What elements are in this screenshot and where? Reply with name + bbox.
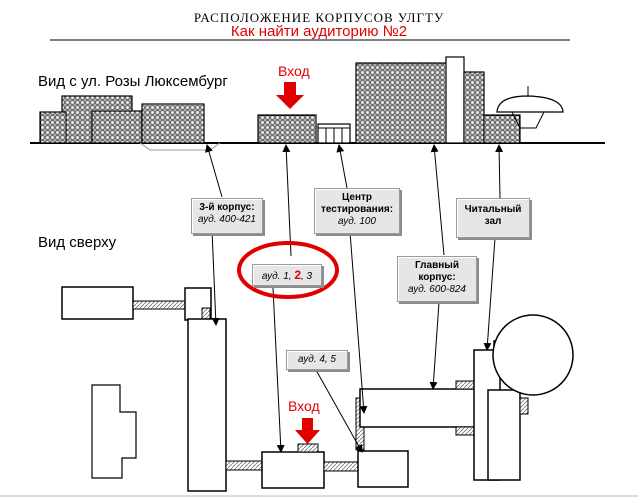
page-title: РАСПОЛОЖЕНИЕ КОРПУСОВ УЛГТУ (193, 10, 445, 25)
arrow-3-down (211, 229, 220, 326)
arrow-3-up (205, 144, 223, 198)
top-link-left (132, 300, 189, 310)
arrow-testing-up (336, 144, 348, 189)
top-link-bottom-left (225, 460, 263, 471)
top-view-label: Вид сверху (38, 234, 117, 251)
top-bldg-45 (357, 450, 409, 488)
arrow-main-down (429, 301, 440, 390)
callout-rooms-1-2-3: ауд. 1, 2, 3 (252, 264, 322, 286)
arrow-reading-down (483, 237, 496, 351)
callout-rooms-123-prefix: ауд. 1, (261, 271, 295, 282)
street-view-label: Вид с ул. Розы Люксембург (38, 73, 228, 90)
entrance-arrow-top-icon (276, 82, 304, 109)
top-reading-wing (487, 389, 521, 481)
top-bldg-left-outline (91, 384, 137, 479)
street-bldg-left-right (141, 103, 205, 144)
street-bldg-left-mid (91, 110, 143, 144)
callout-room-2-highlight: 2 (294, 268, 301, 282)
top-entrance-porch (297, 443, 319, 453)
page-subtitle: Как найти аудиторию №2 (230, 23, 408, 40)
highlight-circle (237, 241, 339, 299)
callout-reading-hall: Читальный зал (456, 198, 530, 238)
top-link-3 (201, 307, 211, 321)
callout-main-rooms: ауд. 600-824 (407, 284, 466, 295)
arrow-123-up (282, 144, 292, 257)
top-main-stair-bot (455, 426, 475, 436)
entrance-label-bottom: Вход (288, 398, 320, 414)
callout-testing-rooms: ауд. 100 (338, 216, 376, 227)
top-bldg-farleft (61, 286, 134, 320)
top-link-bottom-mid (323, 461, 359, 472)
entrance-arrow-bottom-icon (295, 418, 320, 444)
top-bldg-entrance (261, 451, 325, 489)
callout-building-3-title: 3-й корпус: (199, 202, 255, 213)
callout-testing-center: Центр тестирования: ауд. 100 (314, 188, 400, 234)
callout-testing-title: Центр тестирования: (320, 192, 394, 215)
street-dome (496, 95, 564, 113)
arrow-main-up (430, 144, 445, 256)
street-bldg-main-right (463, 71, 485, 144)
callout-rooms-4-5: ауд. 4, 5 (286, 350, 348, 370)
leader-lines (205, 144, 504, 453)
callout-rooms-123-suffix: , 3 (301, 271, 313, 282)
callout-main-building: Главный корпус: ауд. 600-824 (397, 256, 477, 302)
callout-reading-title: Читальный зал (464, 204, 522, 227)
street-bldg-main-tower (445, 56, 465, 144)
arrow-123-down (272, 287, 285, 453)
top-reading-stair (519, 397, 529, 415)
entrance-label-top: Вход (278, 63, 310, 79)
top-main-stair-top (455, 380, 475, 390)
arrow-testing-down (349, 231, 368, 414)
callout-building-3: 3-й корпус: ауд. 400-421 (191, 198, 263, 234)
top-bldg-main (359, 388, 489, 428)
callout-rooms-45-text: ауд. 4, 5 (298, 354, 336, 365)
arrow-45-down (315, 369, 363, 453)
callout-main-title: Главный корпус: (415, 260, 459, 283)
street-view (30, 56, 605, 151)
top-reading-dome (492, 314, 574, 396)
street-bldg-reading (483, 114, 521, 144)
top-view (61, 286, 574, 492)
street-bldg-entrance (257, 114, 317, 144)
top-bldg-3 (187, 318, 227, 492)
street-bldg-main (355, 62, 449, 144)
callout-building-3-rooms: ауд. 400-421 (197, 214, 256, 225)
street-ramp (139, 142, 221, 151)
arrow-reading-up (495, 144, 504, 199)
street-bldg-left-small (39, 111, 67, 144)
